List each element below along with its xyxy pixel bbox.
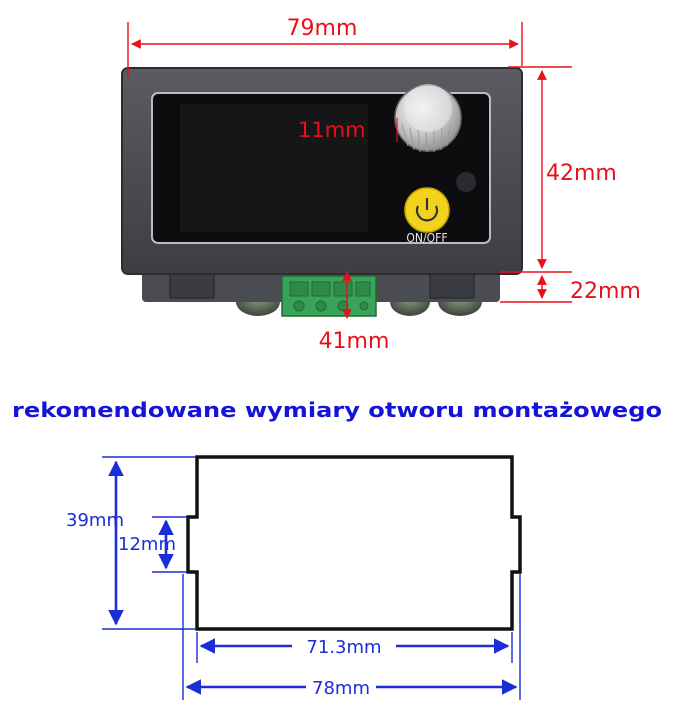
red-dimensions [127, 22, 572, 319]
depth-label: 22mm [570, 279, 641, 304]
section-heading: rekomendowane wymiary otworu montażowego [12, 398, 662, 422]
cutout-outer-width-label: 78mm [312, 678, 370, 699]
width-label: 79mm [287, 16, 358, 41]
cutout-height-label: 39mm [66, 510, 124, 531]
outer-width-label-bg [306, 675, 376, 699]
knob-cap [404, 84, 452, 132]
blue-dimensions [102, 456, 521, 700]
clip-right [429, 271, 475, 299]
power-button-label: ON/OFF [406, 231, 447, 245]
cutout-inner-width-label: 71.3mm [306, 637, 381, 658]
module-illustration: ON/OFF [121, 67, 523, 317]
knob-label: 11mm [298, 118, 366, 142]
status-led [456, 172, 476, 192]
mounting-cutout-outline [186, 455, 522, 631]
power-icon [415, 198, 439, 222]
terminal-label: 41mm [319, 329, 390, 354]
inner-width-label-bg [292, 634, 396, 658]
cutout-notch-label: 12mm [118, 534, 176, 555]
clip-left [169, 271, 215, 299]
knob-ridges [401, 123, 451, 153]
lcd-screen [180, 104, 368, 232]
height-label: 42mm [546, 161, 617, 186]
